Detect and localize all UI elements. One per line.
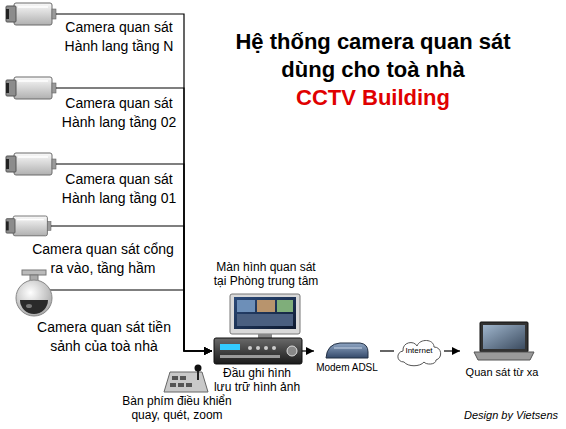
connector	[302, 350, 314, 351]
dvr-node: Đầu ghi hình lưu trữ hình ảnh	[212, 338, 302, 396]
dvr-slot	[220, 355, 280, 358]
camera-icon	[6, 77, 56, 99]
dvr-display	[220, 344, 240, 350]
camera-cable	[56, 163, 180, 164]
keyboard-key	[178, 383, 184, 387]
video-tile	[257, 300, 275, 312]
node-label: Camera quan sát Hành lang tầng 01	[58, 170, 180, 208]
node-label: Internet	[394, 334, 444, 368]
keyboard-icon	[164, 365, 208, 393]
monitor-icon	[230, 294, 300, 338]
video-tile	[277, 300, 293, 312]
node-label: Đầu ghi hình lưu trữ hình ảnh	[213, 366, 301, 394]
connector	[180, 226, 212, 351]
camera-icon	[6, 153, 56, 175]
dome-camera-icon	[16, 270, 52, 316]
laptop-icon	[474, 322, 534, 360]
keyboard-key	[180, 376, 186, 380]
node-label: Camera quan sát Hành lang tầng 02	[58, 94, 180, 132]
credit-text: Design by Vietsens	[430, 408, 558, 422]
monitor-node: Màn hình quan sát tại Phòng trung tâm	[204, 260, 328, 338]
node-label: Màn hình quan sát tại Phòng trung tâm	[211, 260, 321, 288]
laptop-screen	[483, 325, 525, 349]
keyboard-key	[170, 383, 176, 387]
camera-cable	[51, 225, 180, 226]
dvr-button	[264, 346, 268, 350]
camera-node: Camera quan sát Hành lang tầng 01	[4, 150, 180, 210]
ptz-camera-node: Camera quan sát tiền sảnh của toà nhà	[4, 268, 180, 358]
camera-node: Camera quan sát cổng ra vào, tầng hầm	[4, 214, 180, 280]
camera-icon	[6, 216, 51, 236]
node-label: Camera quan sát cổng ra vào, tầng hầm	[28, 240, 178, 278]
monitor-stand	[258, 334, 272, 338]
modem-stripe	[334, 348, 362, 349]
camera-node: Camera quan sát Hành lang tầng N	[4, 2, 180, 58]
dvr-button	[248, 346, 252, 350]
keyboard-base	[164, 372, 208, 392]
camera-node: Camera quan sát Hành lang tầng 02	[4, 74, 180, 134]
dome-lens	[20, 300, 48, 314]
dome-glint	[26, 304, 32, 308]
monitor-frame	[230, 294, 300, 334]
connector	[380, 350, 394, 351]
node-label: Bàn phím điều khiển quay, quét, zoom	[112, 394, 242, 422]
keyboard-key	[172, 376, 178, 380]
connector	[180, 290, 212, 351]
connector	[180, 88, 212, 351]
node-label: Camera quan sát Hành lang tầng N	[58, 18, 180, 56]
laptop-base	[474, 352, 534, 360]
laptop-node: Quan sát từ xa	[460, 322, 544, 381]
keyboard-node: Bàn phím điều khiển quay, quét, zoom	[100, 362, 254, 424]
connector	[180, 14, 212, 351]
title-text: Hệ thống camera quan sát dùng cho toà nh…	[224, 28, 522, 84]
camera-cable	[50, 289, 180, 290]
dome-housing	[16, 280, 52, 316]
connector	[444, 350, 460, 351]
connector	[180, 164, 212, 351]
node-label: Camera quan sát tiền sảnh của toà nhà	[28, 318, 180, 356]
cloud-node: Internet	[394, 334, 444, 370]
modem-icon	[326, 343, 368, 358]
modem-node: Modem ADSL	[314, 340, 380, 376]
camera-cable	[56, 87, 180, 88]
joystick-knob	[195, 365, 202, 372]
monitor-screen	[234, 297, 296, 329]
title-block: Hệ thống camera quan sát dùng cho toà nh…	[224, 28, 522, 84]
dvr-body	[214, 338, 302, 364]
dvr-button	[256, 346, 260, 350]
subtitle-text: CCTV Building	[224, 84, 522, 112]
dome-mount	[22, 270, 46, 275]
camera-cable	[56, 13, 180, 14]
modem-body	[326, 343, 368, 358]
video-tile	[237, 300, 255, 312]
dvr-knob	[287, 346, 297, 356]
subtitle-text-block: CCTV Building	[224, 84, 522, 112]
dvr-icon	[214, 338, 302, 364]
camera-icon	[6, 3, 56, 25]
node-label: Quan sát từ xa	[460, 366, 544, 379]
video-tile	[237, 314, 293, 326]
node-label: Modem ADSL	[314, 362, 380, 374]
dvr-button	[272, 346, 276, 350]
laptop-lid	[480, 322, 528, 352]
keyboard-key	[186, 383, 192, 387]
credit-text-block: Design by Vietsens	[430, 408, 558, 422]
